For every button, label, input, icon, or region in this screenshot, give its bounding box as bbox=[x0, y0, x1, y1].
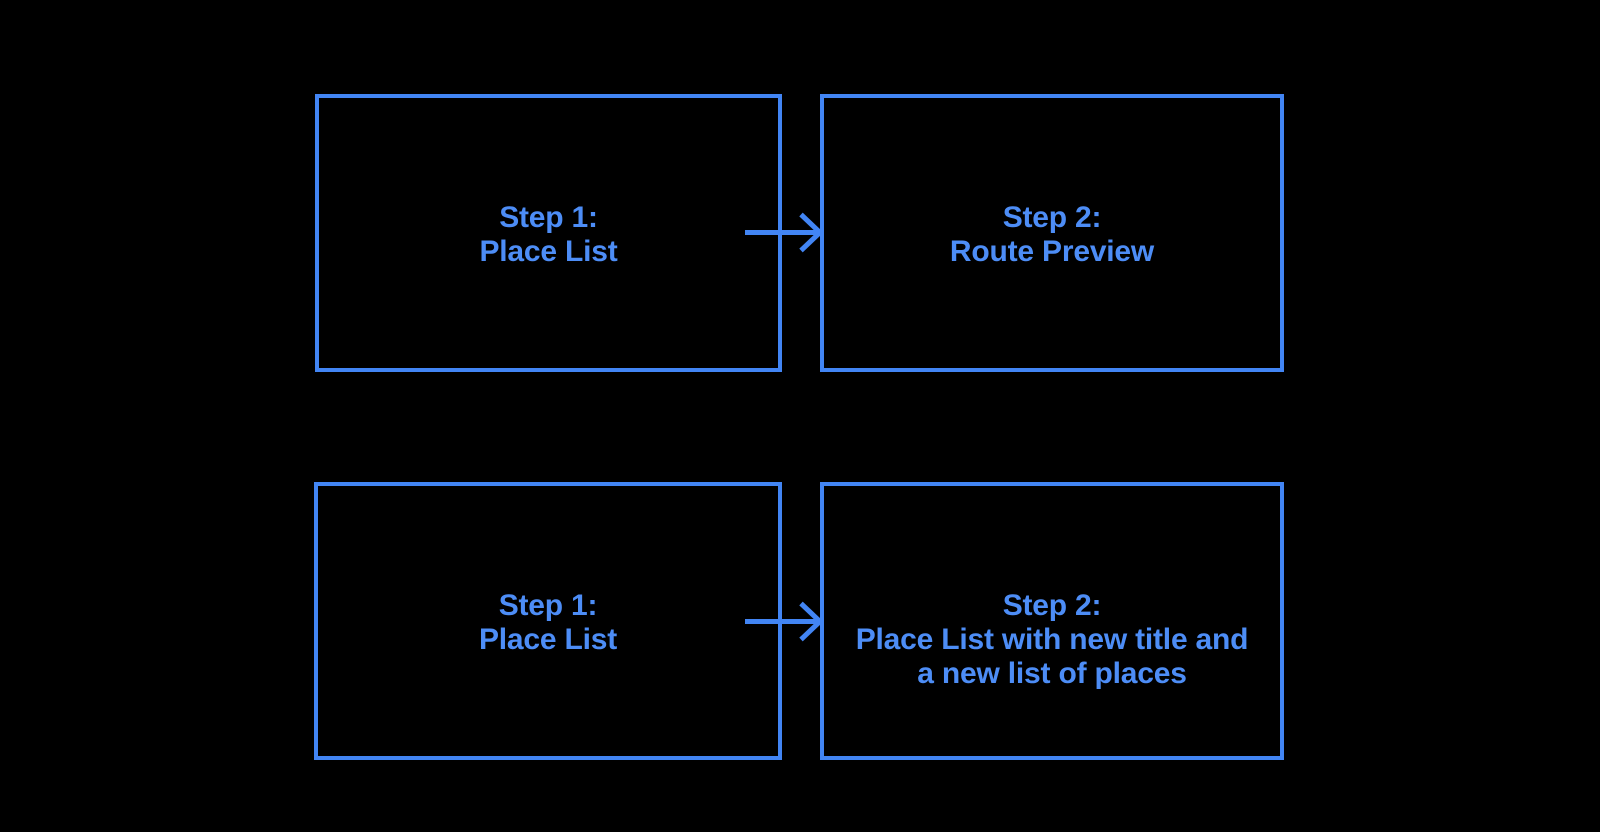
step-label-line: Place List bbox=[478, 623, 618, 656]
step-label-line: Step 1: bbox=[498, 589, 598, 622]
step-box-bottom-right: Step 2: Place List with new title and a … bbox=[820, 482, 1284, 760]
step-box-label: Step 2: Place List with new title and a … bbox=[824, 589, 1280, 691]
step-label-line: Step 2: bbox=[1002, 589, 1102, 622]
step-box-label: Step 1: Place List bbox=[319, 201, 778, 269]
step-label-line: a new list of places bbox=[917, 657, 1187, 690]
step-label-line: Place List bbox=[479, 235, 618, 268]
step-box-top-right: Step 2: Route Preview bbox=[820, 94, 1284, 372]
step-box-label: Step 1: Place List bbox=[318, 589, 778, 657]
step-label-line: Step 1: bbox=[499, 201, 598, 234]
arrow-right-icon bbox=[745, 601, 824, 641]
step-label-line: Step 2: bbox=[1002, 201, 1102, 234]
step-box-label: Step 2: Route Preview bbox=[824, 201, 1280, 269]
step-box-bottom-left: Step 1: Place List bbox=[314, 482, 782, 760]
arrow-right-icon bbox=[745, 212, 824, 253]
step-label-line: Route Preview bbox=[949, 235, 1155, 268]
step-box-top-left: Step 1: Place List bbox=[315, 94, 782, 372]
step-label-line: Place List with new title and bbox=[855, 623, 1249, 656]
